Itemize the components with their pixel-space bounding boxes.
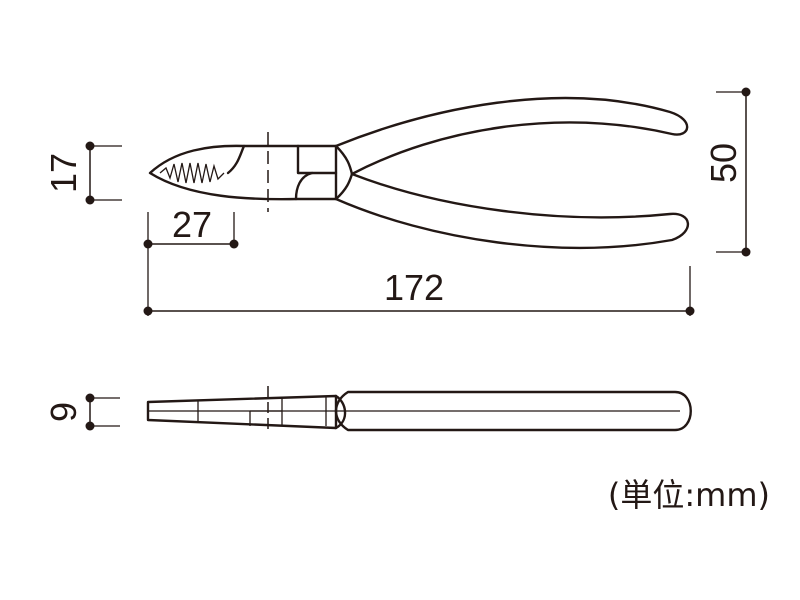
label-total-length: 172	[384, 267, 444, 308]
jaw-outline	[148, 144, 338, 201]
upper-grip-end	[334, 144, 354, 176]
dimension-thickness: 9	[43, 393, 120, 431]
dimension-jaw-height: 17	[43, 141, 122, 205]
side-head	[146, 394, 338, 430]
unit-note: (単位:mm)	[608, 476, 770, 514]
label-jaw-height: 17	[43, 153, 84, 193]
dimension-total-length: 172	[143, 248, 695, 316]
joint-block	[296, 144, 338, 175]
label-handle-spread: 50	[703, 143, 744, 183]
pliers-side-view	[146, 386, 692, 432]
pliers-top-view	[148, 96, 690, 250]
dimension-handle-spread: 50	[703, 87, 751, 257]
label-thickness: 9	[43, 402, 84, 422]
jaw-lower-taper	[294, 171, 314, 201]
jaw-upper-taper	[226, 144, 246, 175]
side-handle	[334, 390, 692, 432]
label-jaw-length: 27	[172, 204, 212, 245]
lower-handle	[334, 172, 690, 250]
dimension-jaw-length: 27	[143, 204, 239, 249]
upper-handle	[334, 96, 689, 176]
side-handle-front	[334, 394, 347, 430]
jaw-serration	[159, 162, 225, 184]
lower-grip-end	[334, 172, 354, 201]
